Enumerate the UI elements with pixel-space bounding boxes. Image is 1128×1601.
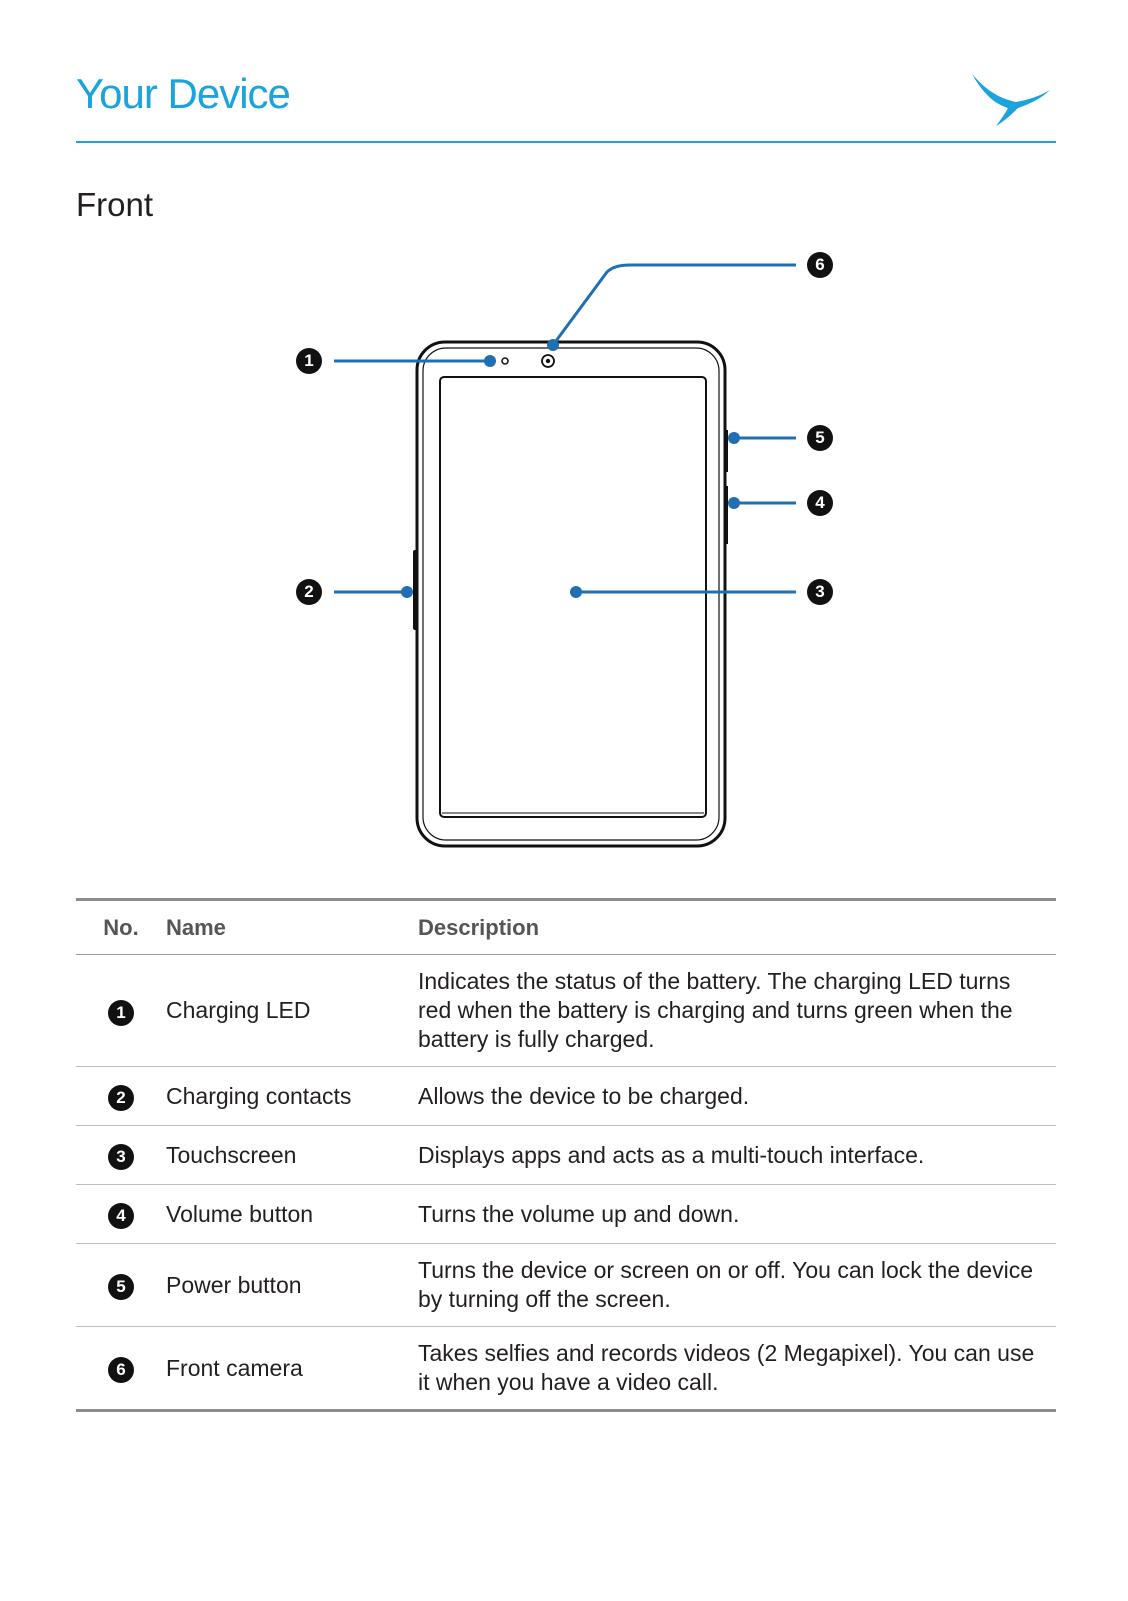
callout-3: 3 [807,579,833,605]
callout-4: 4 [807,490,833,516]
bird-logo-icon [972,74,1050,126]
page-title: Your Device [76,70,291,117]
device-illustration [334,263,796,848]
part-name: Charging LED [166,997,311,1023]
part-description: Indicates the status of the battery. The… [418,968,1013,1052]
charging-led-dot [501,357,509,365]
parts-table: No. Name Description 1 Charging LED Indi… [76,898,1056,1412]
part-name: Touchscreen [166,1141,297,1168]
table-row: 6 Front camera Takes selfies and records… [76,1327,1056,1411]
part-name: Charging contacts [166,1082,352,1109]
row-number-badge: 6 [108,1357,134,1383]
row-number-badge: 5 [108,1274,134,1300]
table-row: 1 Charging LED Indicates the status of t… [76,955,1056,1067]
header-divider [76,141,1056,143]
part-description: Allows the device to be charged. [418,1082,750,1109]
part-description: Turns the volume up and down. [418,1200,740,1227]
callout-6: 6 [807,252,833,278]
callout-2: 2 [296,579,322,605]
column-header-description: Description [418,914,540,940]
column-header-no: No. [103,914,139,940]
page-header: Your Device [76,66,1056,144]
callout-5: 5 [807,425,833,451]
section-title: Front [76,186,154,223]
part-name: Volume button [166,1200,314,1227]
table-row: 5 Power button Turns the device or scree… [76,1244,1056,1327]
row-number-badge: 2 [108,1085,134,1111]
part-description: Displays apps and acts as a multi-touch … [418,1141,925,1168]
row-number-badge: 1 [108,999,134,1026]
table-row: 4 Volume button Turns the volume up and … [76,1185,1056,1244]
power-button-shape [724,430,728,472]
table-row: 3 Touchscreen Displays apps and acts as … [76,1126,1056,1185]
charging-contacts-shape [413,550,418,630]
leader-lines [334,263,796,594]
part-name: Front camera [166,1354,303,1381]
table-header-row: No. Name Description [76,899,1056,955]
column-header-name: Name [166,914,226,940]
row-number-badge: 3 [108,1144,134,1170]
row-number-badge: 4 [108,1203,134,1229]
part-description: Turns the device or screen on or off. Yo… [418,1257,1033,1312]
volume-button-shape [724,486,728,544]
part-name: Power button [166,1271,302,1298]
table-row: 2 Charging contacts Allows the device to… [76,1067,1056,1126]
callout-1: 1 [296,348,322,374]
leader-endpoints [401,339,740,598]
device-front-diagram: 1 2 3 4 5 6 [0,250,1128,880]
part-description: Takes selfies and records videos (2 Mega… [418,1340,1035,1395]
